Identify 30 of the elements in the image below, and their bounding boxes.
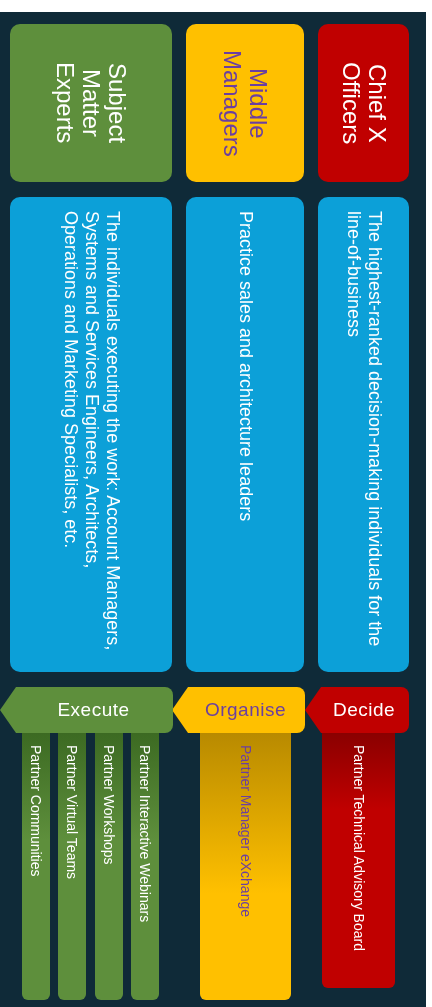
description-card — [10, 197, 172, 672]
description-text: Practice sales and architecture leaders — [234, 211, 256, 524]
description-card — [318, 197, 409, 672]
description-card — [186, 197, 304, 672]
channel-label: Partner Communities — [27, 745, 45, 879]
channel-bar — [131, 733, 159, 1000]
channel-bar — [95, 733, 123, 1000]
channel-bar — [322, 733, 395, 988]
chevron-banner — [0, 687, 173, 733]
role-card — [318, 24, 409, 182]
channel-label: Partner Technical Advisory Board — [349, 745, 368, 953]
role-title: Chief X Officers — [337, 60, 390, 147]
chevron-banner — [305, 687, 409, 733]
role-card — [186, 24, 304, 182]
role-title: Subject Matter Experts — [52, 61, 130, 146]
channel-label: Partner Workshops — [100, 745, 118, 867]
channel-bar — [22, 733, 50, 1000]
description-text: The highest-ranked decision-making individuals for the line-of-business — [342, 211, 385, 649]
channel-label: Partner Manager eXchange — [236, 745, 255, 919]
channel-bar — [200, 733, 291, 1000]
description-text: The individuals executing the work: Account Managers, Systems and Services Engineers, Architects, Operations and Marketing Specialists, etc. — [59, 211, 123, 651]
channel-bar — [58, 733, 86, 1000]
stage-label: Organise — [204, 699, 287, 721]
role-card — [10, 24, 172, 182]
stage-label: Decide — [332, 699, 396, 721]
stage-label: Execute — [57, 699, 130, 721]
role-title: Middle Managers — [219, 48, 271, 159]
chevron-banner — [172, 687, 305, 733]
channel-label: Partner Virtual Teams — [63, 745, 81, 882]
channel-label: Partner Interactive Webinars — [136, 745, 154, 925]
